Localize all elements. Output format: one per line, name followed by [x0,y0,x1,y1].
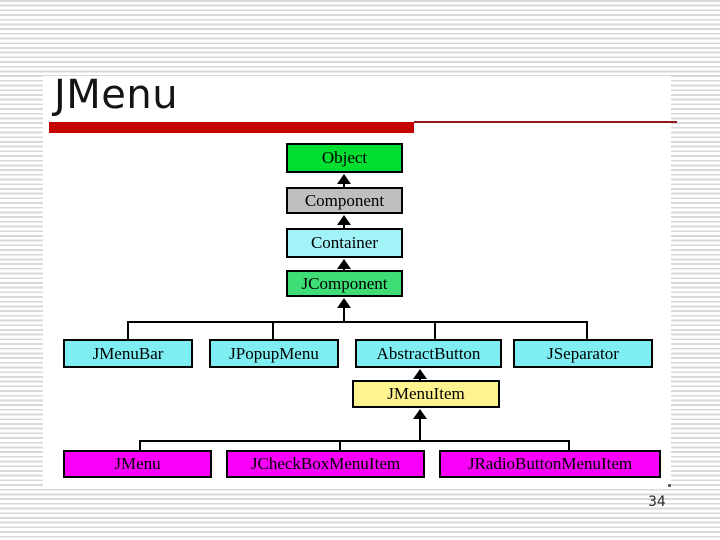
node-jradiobuttonmenuitem: JRadioButtonMenuItem [439,450,661,478]
connector-line [127,323,129,339]
arrow-up-icon [337,174,351,187]
node-jmenu: JMenu [63,450,212,478]
node-abstractbutton: AbstractButton [355,339,502,368]
node-object: Object [286,143,403,173]
node-jmenuitem: JMenuItem [352,380,500,408]
arrow-up-icon [413,409,427,440]
arrow-up-icon [337,259,351,271]
connector-line [339,442,341,450]
node-container: Container [286,228,403,258]
node-jpopupmenu: JPopupMenu [209,339,339,368]
node-jseparator: JSeparator [513,339,653,368]
arrow-up-icon [337,215,351,228]
node-jmenubar: JMenuBar [63,339,193,368]
connector-line [568,442,570,450]
node-jcomponent: JComponent [286,270,403,297]
title-accent-line [414,121,677,123]
arrow-up-icon [413,369,427,380]
slide-title: JMenu [54,72,179,118]
connector-line [272,323,274,339]
connector-line [139,442,141,450]
node-jcheckboxmenuitem: JCheckBoxMenuItem [226,450,425,478]
connector-line [586,323,588,339]
connector-line [139,440,570,442]
arrow-up-icon [337,298,351,323]
title-accent-bar [49,122,414,133]
page-number: 34 [648,494,666,510]
connector-line [127,321,588,323]
stray-mark [668,484,671,487]
connector-line [434,323,436,339]
node-component: Component [286,187,403,214]
